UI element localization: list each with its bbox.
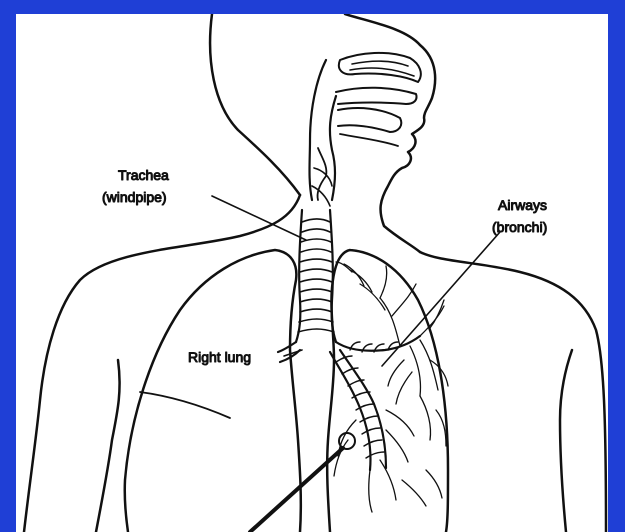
respiratory-system-diagram: Trachea (windpipe) Airways (bronchi) Rig… — [16, 14, 608, 532]
left-lung-outline — [327, 250, 448, 532]
trachea-rings — [298, 219, 334, 332]
trachea-sublabel: (windpipe) — [102, 189, 167, 205]
head-outline — [210, 14, 300, 195]
trachea-leader-line — [212, 196, 306, 240]
nasal-cavity — [339, 53, 421, 82]
lower-jaw — [340, 134, 398, 146]
right-lung-outline — [125, 250, 301, 532]
left-shoulder-outline — [24, 195, 300, 532]
right-arm-inner — [560, 350, 572, 532]
hard-palate — [336, 88, 417, 104]
left-main-bronchus-lower-inner — [340, 350, 386, 468]
airways-label: Airways — [498, 197, 547, 213]
trachea-label: Trachea — [118, 167, 169, 183]
airways-sublabel: (bronchi) — [492, 219, 547, 235]
face-profile — [345, 14, 435, 252]
diagram-canvas: Trachea (windpipe) Airways (bronchi) Rig… — [16, 14, 608, 532]
left-arm-inner — [96, 360, 120, 532]
tongue — [338, 108, 401, 132]
airways-leader-line — [382, 232, 500, 366]
larynx-detail — [312, 168, 332, 206]
nasal-turbinate-upper — [352, 61, 408, 66]
right-lung-fissure — [140, 392, 230, 418]
right-lung-label: Right lung — [188, 349, 251, 365]
